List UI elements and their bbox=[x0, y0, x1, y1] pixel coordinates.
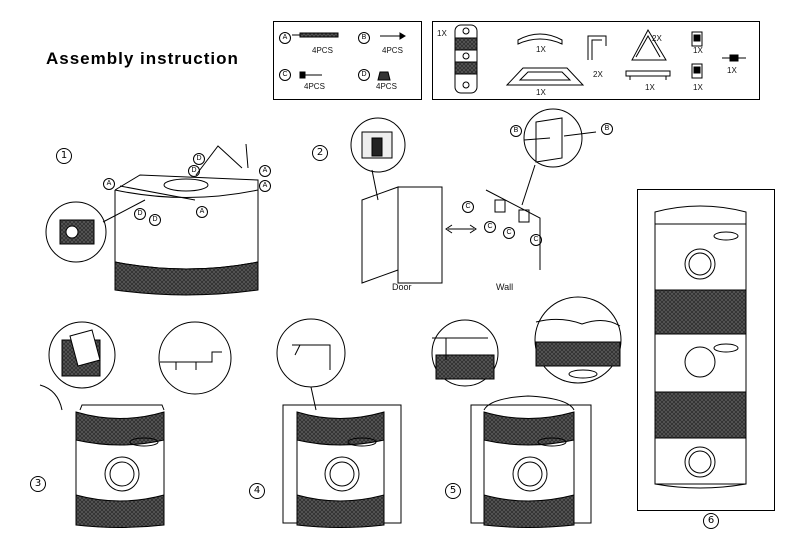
step3-drawing bbox=[39, 321, 232, 528]
step5-drawing bbox=[431, 296, 622, 528]
callout-a: A bbox=[196, 206, 208, 218]
page-title: Assembly instruction bbox=[46, 49, 239, 68]
callout-b: B bbox=[601, 123, 613, 135]
curve-piece-icon bbox=[517, 33, 563, 45]
callout-d: D bbox=[134, 208, 146, 220]
screw-anchor-icon bbox=[292, 32, 339, 38]
clip-top-qty: 1X bbox=[693, 46, 703, 55]
step-number-2: 2 bbox=[312, 145, 328, 161]
part-letter-b: B bbox=[358, 32, 370, 44]
clip-bottom-qty: 1X bbox=[693, 83, 703, 92]
cap-icon bbox=[377, 71, 391, 81]
callout-c: C bbox=[484, 221, 496, 233]
callout-d: D bbox=[193, 153, 205, 165]
hook-qty: 2X bbox=[593, 70, 603, 79]
callout-c: C bbox=[462, 201, 474, 213]
curve-qty: 1X bbox=[536, 45, 546, 54]
step-number-6: 6 bbox=[703, 513, 719, 529]
components-parts-box: 1X 1X 1X 2X 2X 1X 1X 1X 1X bbox=[432, 21, 760, 100]
step1-drawing bbox=[45, 143, 259, 296]
tower-qty: 1X bbox=[437, 29, 447, 38]
part-qty-a: 4PCS bbox=[312, 46, 333, 55]
step6-tower bbox=[654, 205, 747, 489]
screwdriver-qty: 1X bbox=[727, 66, 737, 75]
wall-plug-icon bbox=[380, 32, 406, 40]
part-letter-a: A bbox=[279, 32, 291, 44]
callout-a: A bbox=[103, 178, 115, 190]
step-number-5: 5 bbox=[445, 483, 461, 499]
part-qty-d: 4PCS bbox=[376, 82, 397, 91]
bracket-qty: 2X bbox=[652, 34, 662, 43]
step4-drawing bbox=[276, 318, 402, 528]
callout-c: C bbox=[503, 227, 515, 239]
step2-drawing bbox=[350, 108, 597, 284]
part-qty-b: 4PCS bbox=[382, 46, 403, 55]
hardware-parts-box: A 4PCS B 4PCS C 4PCS D 4PCS bbox=[273, 21, 422, 100]
clip-icon bbox=[691, 31, 703, 47]
callout-d: D bbox=[149, 214, 161, 226]
hook-icon bbox=[587, 35, 607, 60]
screwdriver-icon bbox=[722, 54, 746, 62]
part-letter-c: C bbox=[279, 69, 291, 81]
step-number-1: 1 bbox=[56, 148, 72, 164]
tray-icon bbox=[505, 67, 585, 86]
step-number-3: 3 bbox=[30, 476, 46, 492]
door-label: Door bbox=[392, 282, 412, 292]
callout-a: A bbox=[259, 165, 271, 177]
callout-a: A bbox=[259, 180, 271, 192]
part-qty-c: 4PCS bbox=[304, 82, 325, 91]
tray-qty: 1X bbox=[536, 88, 546, 97]
screw-icon bbox=[299, 71, 322, 79]
bar-qty: 1X bbox=[645, 83, 655, 92]
callout-c: C bbox=[530, 234, 542, 246]
clip-icon bbox=[691, 63, 703, 79]
callout-b: B bbox=[510, 125, 522, 137]
bar-icon bbox=[625, 70, 671, 80]
part-letter-d: D bbox=[358, 69, 370, 81]
tower-icon bbox=[454, 24, 478, 94]
wall-label: Wall bbox=[496, 282, 514, 292]
step-number-4: 4 bbox=[249, 483, 265, 499]
bracket-icon bbox=[631, 28, 667, 61]
